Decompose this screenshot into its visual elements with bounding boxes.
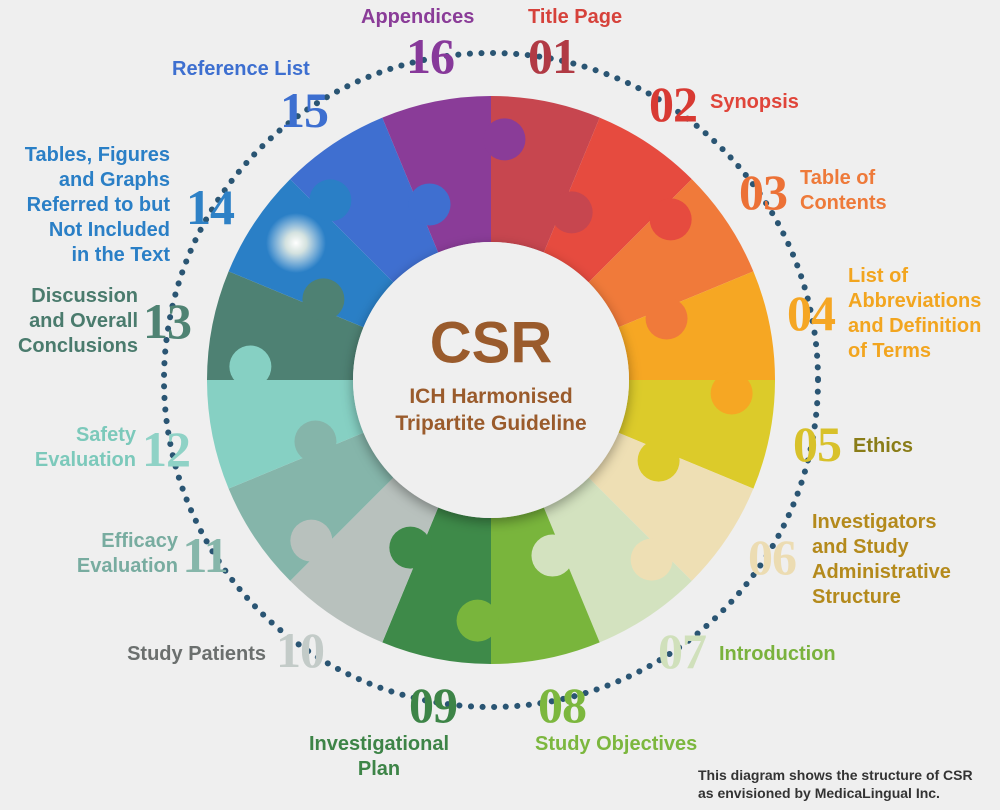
puzzle-knob-10: [290, 519, 333, 562]
puzzle-piece-04: [618, 271, 775, 380]
puzzle-knob-05: [637, 439, 680, 482]
section-label-09: Investigational Plan: [308, 733, 450, 780]
section-number-10: 10: [276, 622, 325, 678]
section-number-15: 15: [280, 82, 329, 138]
puzzle-piece-02: [543, 117, 692, 283]
dotted-ring: [161, 50, 821, 710]
section-label-08: Study Objectives: [535, 733, 698, 755]
puzzle-piece-10: [290, 477, 439, 643]
section-label-10: Study Patients: [127, 643, 266, 665]
section-number-16: 16: [406, 28, 455, 84]
section-label-13: Discussion and Overall Conclusions: [17, 285, 138, 357]
puzzle-knob-15: [408, 183, 451, 226]
puzzle-knob-04: [710, 372, 753, 415]
sparkle-glow: [266, 213, 326, 273]
puzzle-piece-15: [290, 117, 439, 283]
section-label-14: Tables, Figures and Graphs Referred to b…: [24, 144, 170, 266]
puzzle-piece-08: [491, 507, 600, 664]
puzzle-knob-08: [456, 599, 499, 642]
puzzle-knob-12: [229, 345, 272, 388]
section-number-04: 04: [787, 285, 836, 341]
puzzle-knob-16: [483, 118, 526, 161]
section-label-05: Ethics: [853, 435, 914, 457]
center-disc: [353, 242, 629, 518]
puzzle-piece-12: [207, 380, 364, 489]
puzzle-knob-01: [550, 191, 593, 234]
section-label-11: Efficacy Evaluation: [76, 530, 178, 577]
puzzle-knob-07: [531, 534, 574, 577]
puzzle-knob-06: [630, 538, 673, 581]
section-number-08: 08: [538, 677, 587, 733]
section-label-01: Title Page: [528, 6, 623, 28]
section-number-05: 05: [793, 416, 842, 472]
section-label-07: Introduction: [719, 643, 836, 665]
section-number-09: 09: [409, 677, 458, 733]
section-label-04: List of Abbreviations and Definition of …: [848, 265, 982, 362]
puzzle-knob-11: [294, 420, 337, 463]
csr-title: CSR: [429, 310, 553, 376]
section-label-16: Appendices: [361, 6, 475, 28]
puzzle-piece-07: [543, 477, 692, 643]
section-number-11: 11: [182, 527, 228, 583]
section-label-03: Table of Contents: [800, 167, 887, 214]
section-number-06: 06: [748, 529, 797, 585]
section-number-01: 01: [528, 28, 577, 84]
puzzle-knob-09: [389, 526, 432, 569]
puzzle-knob-03: [645, 297, 688, 340]
puzzle-piece-06: [588, 432, 754, 581]
puzzle-piece-11: [228, 432, 394, 581]
section-number-13: 13: [143, 293, 192, 349]
section-number-12: 12: [142, 421, 191, 477]
puzzle-piece-16: [382, 96, 491, 253]
csr-subtitle: ICH Harmonised Tripartite Guideline: [395, 385, 587, 435]
section-label-12: Safety Evaluation: [34, 424, 136, 471]
footnote: This diagram shows the structure of CSR …: [698, 767, 973, 801]
section-number-07: 07: [658, 623, 707, 679]
section-label-06: Investigators and Study Administrative S…: [812, 511, 951, 608]
section-number-03: 03: [739, 164, 788, 220]
section-number-02: 02: [649, 76, 698, 132]
puzzle-knob-02: [649, 198, 692, 241]
section-label-15: Reference List: [172, 58, 310, 80]
puzzle-knob-14: [309, 179, 352, 222]
section-label-02: Synopsis: [710, 91, 799, 113]
puzzle-knob-13: [302, 278, 345, 321]
section-number-14: 14: [186, 179, 235, 235]
puzzle-piece-03: [588, 179, 754, 328]
